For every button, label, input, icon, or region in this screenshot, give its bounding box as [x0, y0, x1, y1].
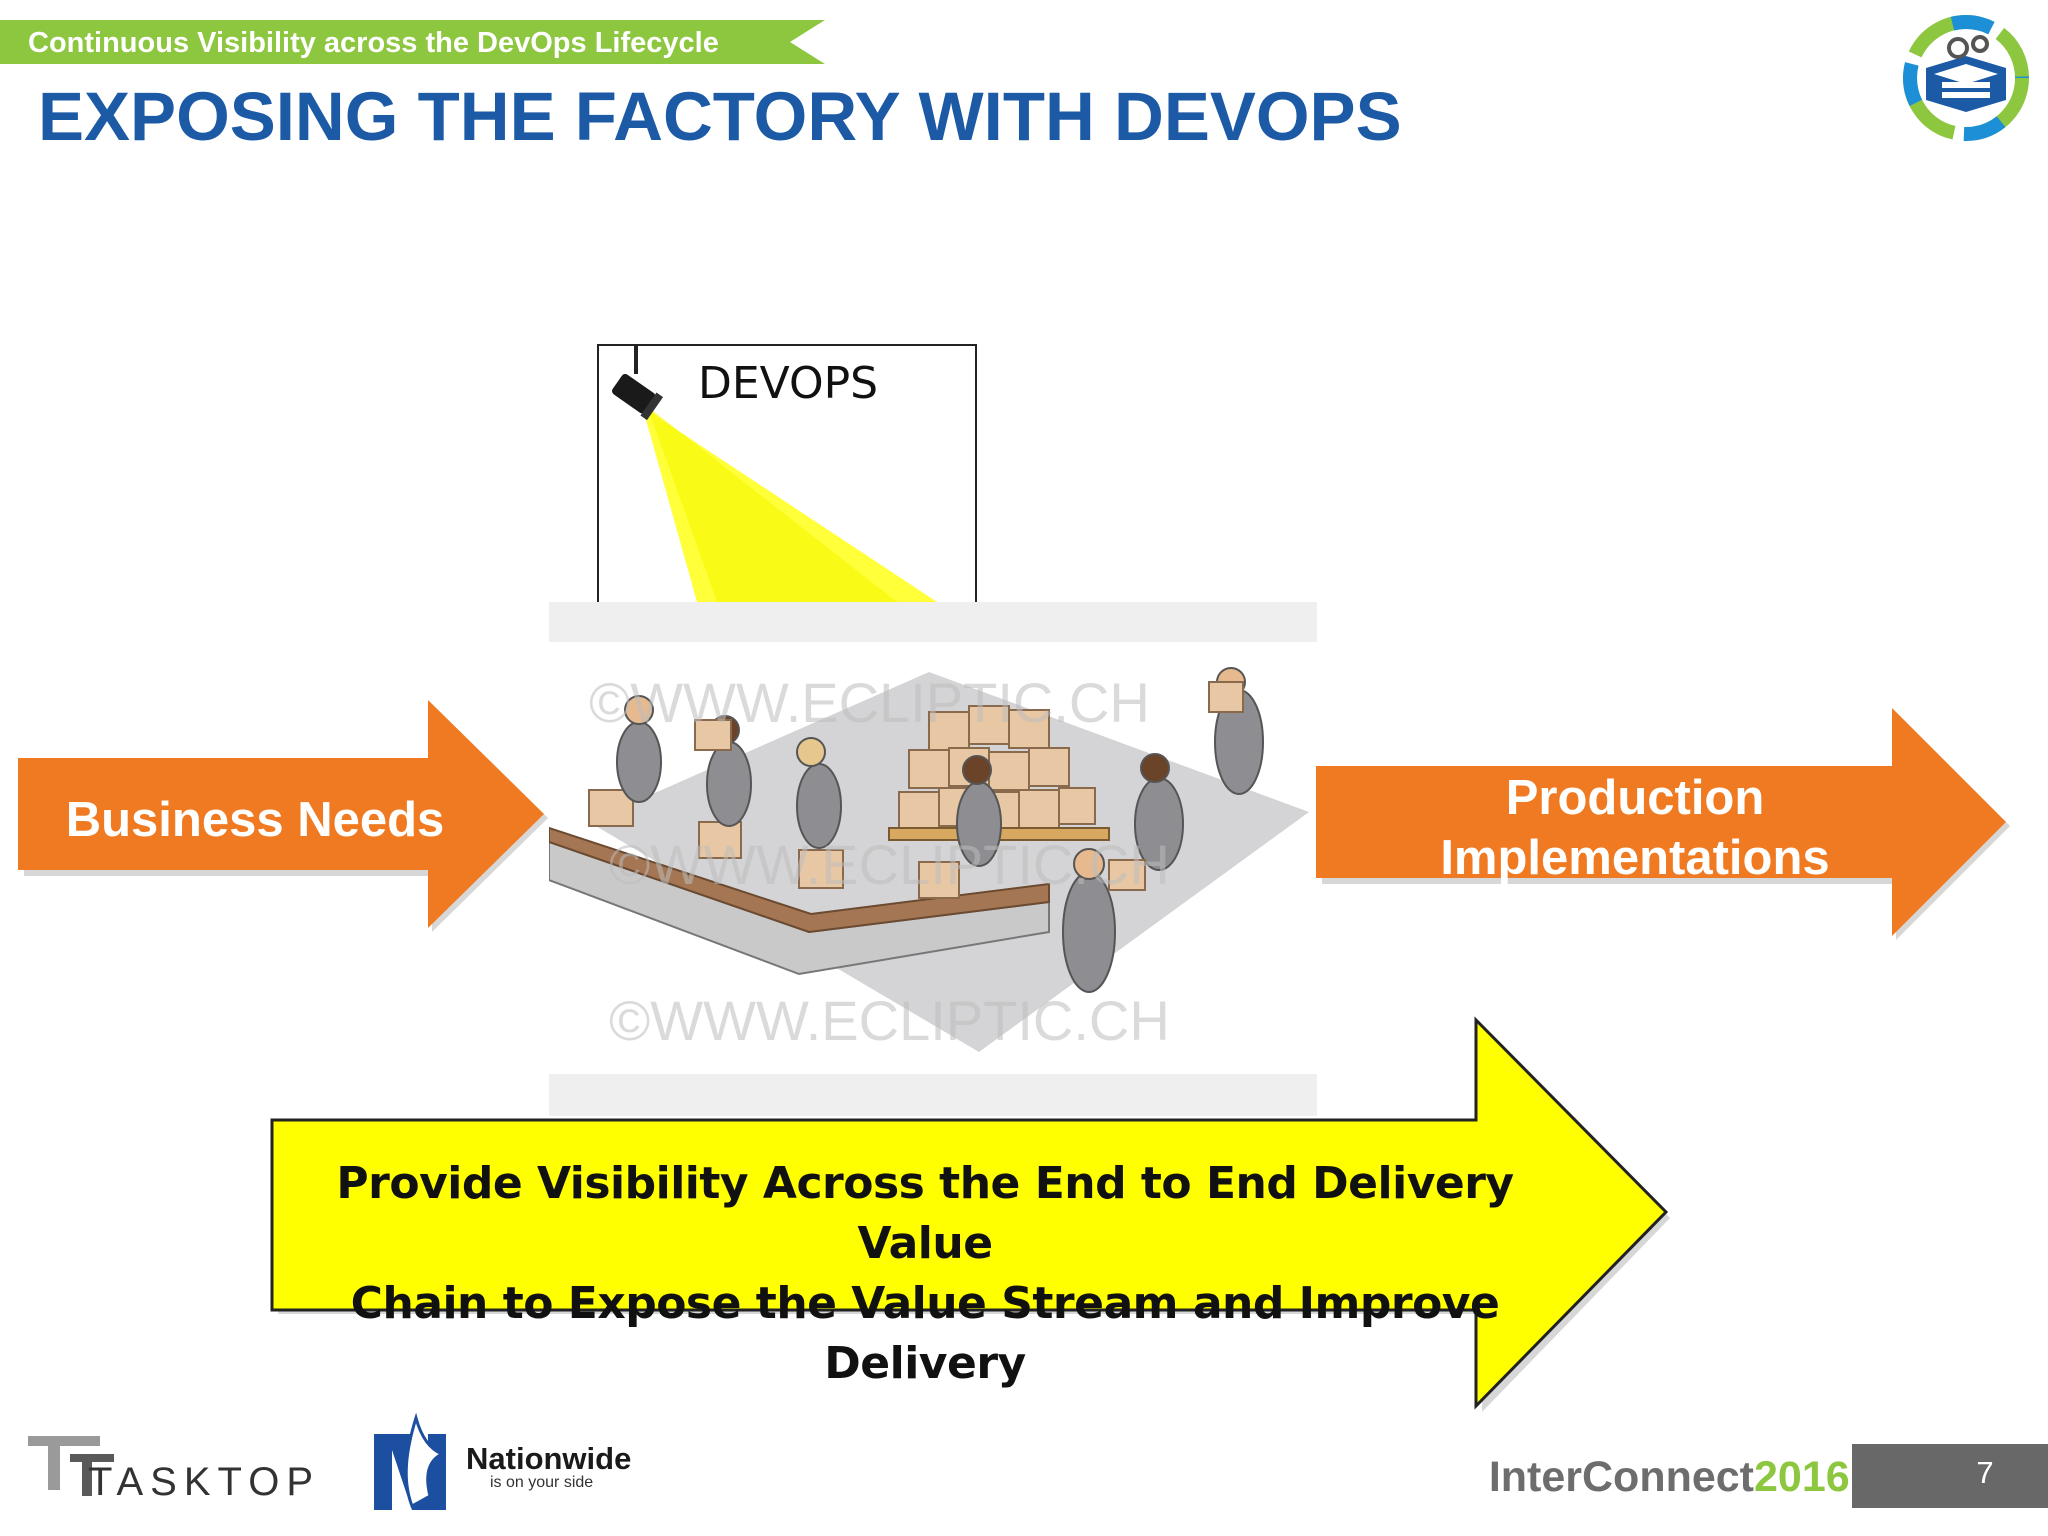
watermark-text: ©WWW.ECLIPTIC.CH [609, 989, 1170, 1052]
business-needs-arrow [18, 700, 548, 932]
production-implementations-arrow [1316, 708, 2010, 940]
production-implementations-label: Production Implementations [1440, 771, 1830, 885]
tasktop-logo-icon [28, 1436, 114, 1496]
tasktop-wordmark: TASKTOP [88, 1460, 321, 1504]
nationwide-tagline: is on your side [490, 1474, 594, 1491]
event-year: 2016 [1754, 1453, 1850, 1501]
page-number: 7 [1976, 1455, 1994, 1490]
tagline-banner [0, 20, 825, 64]
watermark-text: ©WWW.ECLIPTIC.CH [609, 833, 1170, 896]
business-needs-label: Business Needs [65, 793, 445, 847]
slide-title: EXPOSING THE FACTORY WITH DEVOPS [38, 78, 1402, 155]
watermark-text: ©WWW.ECLIPTIC.CH [589, 671, 1150, 734]
event-name: InterConnect [1488, 1453, 1754, 1501]
visibility-value-stream-arrow [270, 1016, 1670, 1412]
gears-cycle-icon [1903, 15, 2029, 141]
factory-illustration: ©WWW.ECLIPTIC.CH ©WWW.ECLIPTIC.CH ©WWW.E… [549, 602, 1317, 1116]
page-number-bar [1852, 1444, 2048, 1508]
visibility-value-stream-label: Provide Visibility Across the End to End… [336, 1158, 1514, 1389]
spotlight-icon [612, 346, 937, 602]
tagline-text: Continuous Visibility across the DevOps … [28, 27, 719, 59]
nationwide-wordmark: Nationwide [466, 1441, 632, 1476]
devops-label: DEVOPS [698, 358, 879, 409]
nationwide-eagle-icon [374, 1412, 446, 1510]
